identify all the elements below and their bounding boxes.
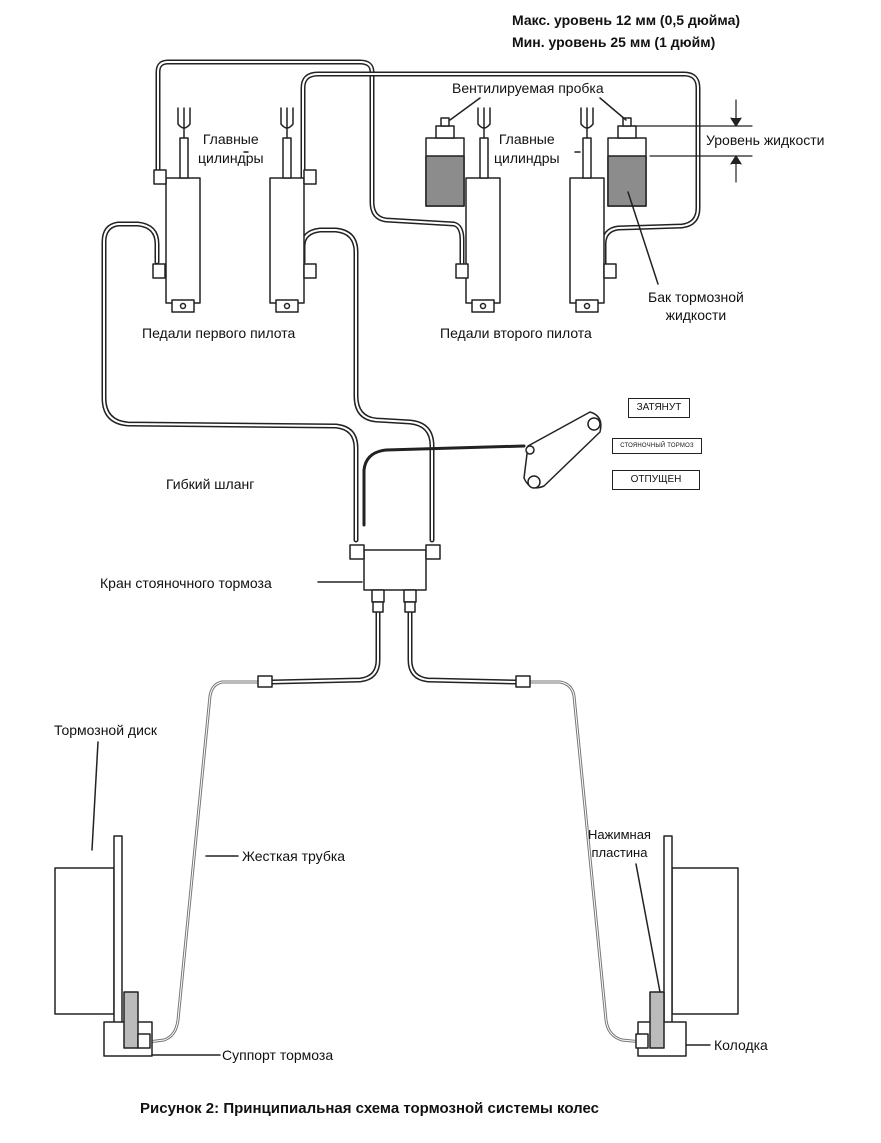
hose-lines (101, 59, 701, 685)
master-cylinders-label-left: Главные цилиндры (198, 131, 264, 166)
parking-brake-valve (317, 544, 441, 613)
rigid-tubes (146, 680, 644, 1044)
second-pilot-pedals (455, 107, 617, 313)
reservoirs (243, 97, 659, 285)
reservoir-label: Бак тормозной жидкости (648, 289, 744, 323)
second-pilot-pedals-label: Педали второго пилота (440, 325, 592, 341)
parking-released-placard: ОТПУЩЕН (612, 470, 700, 490)
fluid-level-marker (633, 99, 753, 183)
parking-brake-placard: СТОЯНОЧНЫЙ ТОРМОЗ (612, 438, 702, 454)
rigid-tube-label: Жесткая трубка (242, 848, 346, 864)
right-wheel-brake (635, 835, 739, 1057)
min-level-note: Мин. уровень 25 мм (1 дюйм) (512, 34, 716, 50)
vented-cap-label: Вентилируемая пробка (452, 80, 604, 96)
brake-disc-label: Тормозной диск (54, 722, 158, 738)
pad-label: Колодка (714, 1037, 768, 1053)
pressure-plate-label: Нажимная пластина (588, 827, 651, 860)
flex-hose-label: Гибкий шланг (166, 476, 255, 492)
master-cylinders-label-right: Главные цилиндры (494, 131, 560, 166)
figure-caption: Рисунок 2: Принципиальная схема тормозно… (140, 1100, 599, 1117)
first-pilot-pedals-label: Педали первого пилота (142, 325, 296, 341)
parking-valve-label: Кран стояночного тормоза (100, 575, 272, 591)
tube-fittings (257, 675, 531, 688)
left-wheel-brake (54, 741, 239, 1057)
first-pilot-pedals (152, 107, 317, 313)
max-level-note: Макс. уровень 12 мм (0,5 дюйма) (512, 12, 741, 28)
parking-engaged-placard: ЗАТЯНУТ (628, 398, 690, 418)
fluid-level-label: Уровень жидкости (706, 132, 825, 148)
parking-brake-handle (523, 411, 602, 489)
caliper-label: Суппорт тормоза (222, 1047, 334, 1063)
